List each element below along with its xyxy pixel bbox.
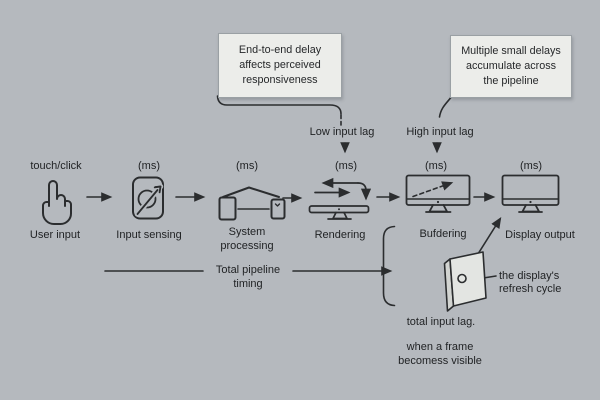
callout-end-to-end-delay: End-to-end delay affects perceived respo… <box>218 33 342 98</box>
stage-top-label: (ms) <box>236 160 258 172</box>
stage-label-input-sensing: Input sensing <box>116 229 182 241</box>
stage-top-label: (ms) <box>520 160 542 172</box>
grouping-bracket <box>382 225 396 307</box>
stage-label-system-processing: System processing <box>220 226 274 252</box>
sensor-icon <box>132 176 164 220</box>
callout-right-connector <box>438 95 453 118</box>
stage-top-label: touch/click <box>30 160 82 172</box>
frame-panel-icon <box>443 251 487 312</box>
callout-line: End-to-end delay <box>238 43 322 56</box>
stage-label-buffering: Bufdering <box>419 228 467 240</box>
devices-icon <box>218 186 286 221</box>
buffer-monitor-icon <box>405 174 471 213</box>
stage-top-label: (ms) <box>425 160 447 172</box>
callout-left-connector <box>216 95 342 115</box>
callout-line: the pipeline <box>483 75 539 88</box>
hand-touch-icon <box>42 180 72 225</box>
low-input-lag-label: Low input lag <box>309 126 375 138</box>
timing-label-line1: Total pipeline <box>215 264 281 276</box>
callout-line: responsiveness <box>242 74 318 87</box>
refresh-note-line2: refresh cycle <box>499 283 562 295</box>
stage-label-display-output: Display output <box>505 229 575 241</box>
footnote-line2: becomess visible <box>398 355 482 367</box>
total-input-lag-caption: total input lag. <box>406 316 476 328</box>
refresh-note-line1: the display's <box>499 270 560 282</box>
stage-top-label: (ms) <box>138 160 160 172</box>
callout-line: accumulate across <box>465 59 556 72</box>
callout-line: affects perceived <box>239 58 321 71</box>
render-cycle-icon <box>308 177 372 220</box>
footnote-line1: when a frame <box>406 341 474 353</box>
stage-label-user-input: User input <box>29 229 81 241</box>
high-input-lag-label: High input lag <box>406 126 474 138</box>
stage-top-label: (ms) <box>335 160 357 172</box>
timing-label-line2: timing <box>233 278 263 290</box>
callout-small-delays: Multiple small delays accumulate across … <box>450 35 572 98</box>
display-monitor-icon <box>501 174 560 213</box>
stage-label-rendering: Rendering <box>314 229 366 241</box>
callout-line: Multiple small delays <box>461 44 561 57</box>
